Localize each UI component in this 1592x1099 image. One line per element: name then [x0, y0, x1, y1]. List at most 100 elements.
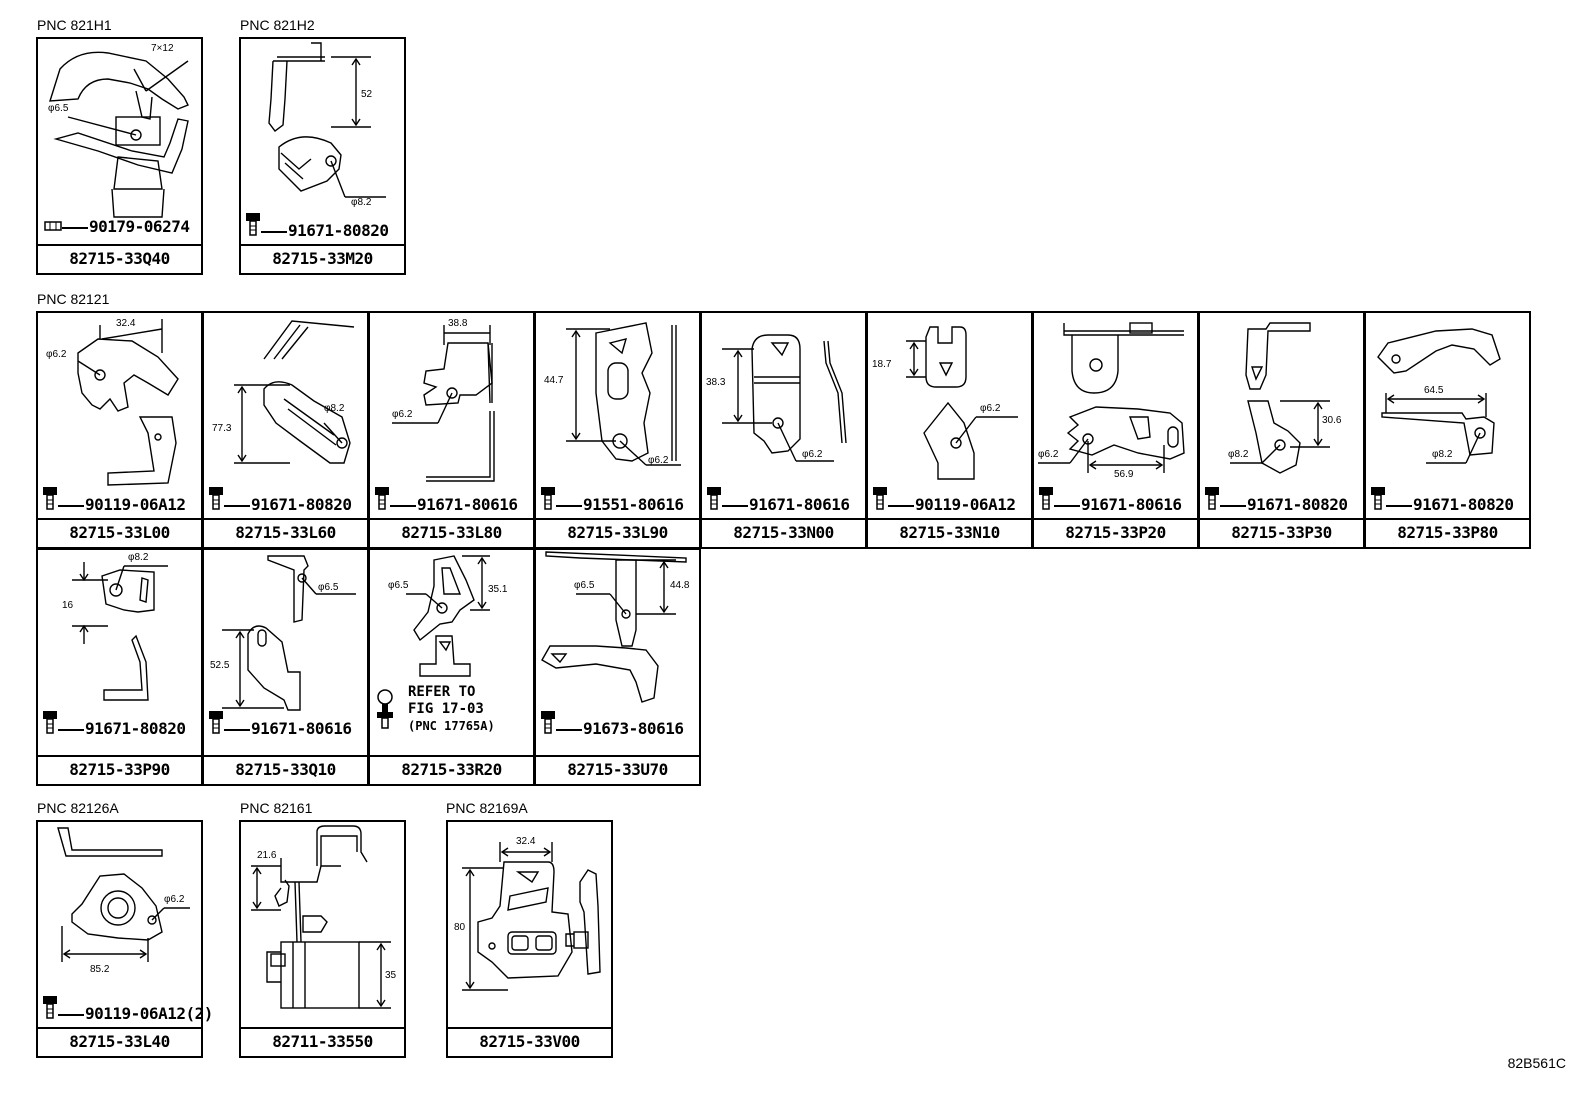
clip-icon	[377, 689, 393, 729]
part-number[interactable]: 82715-33P20	[1034, 518, 1197, 547]
part-cell-82711-33550[interactable]: 21.6 35 82711-33550	[239, 820, 406, 1058]
fastener-callout: 90179-06274	[44, 217, 190, 236]
bracket-drawing	[251, 825, 391, 1009]
dimension-label: φ6.2	[1038, 449, 1059, 460]
part-number[interactable]: 82715-33M20	[241, 244, 404, 273]
dimension-label: 77.3	[212, 423, 232, 434]
bolt-icon	[873, 487, 887, 510]
bolt-icon	[43, 487, 57, 510]
part-number[interactable]: 82715-33V00	[448, 1027, 611, 1056]
fastener-callout: 91671-80616	[706, 486, 850, 514]
dimension-label: 52.5	[210, 660, 230, 671]
bolt-icon	[209, 487, 223, 510]
dimension-label: 21.6	[257, 850, 277, 861]
nut-icon	[44, 221, 62, 231]
part-cell-82715-33r20[interactable]: φ6.5 35.1 REFER TO FIG 17-03 (PNC 17765A…	[368, 548, 535, 786]
fastener-callout: 90119-06A12(2)	[42, 995, 213, 1023]
bolt-icon	[1371, 487, 1385, 510]
pnc-label-82169a: PNC 82169A	[446, 800, 528, 816]
part-cell-82715-33v00[interactable]: 32.4 80 82715-33V00	[446, 820, 613, 1058]
part-cell-82715-33q40[interactable]: 7×12 φ6.5 90179-06274 82715-33Q40	[36, 37, 203, 275]
pnc-label-82161: PNC 82161	[240, 800, 313, 816]
bolt-icon	[43, 996, 57, 1019]
part-number[interactable]: 82715-33L00	[38, 518, 201, 547]
dimension-label: φ8.2	[128, 552, 149, 563]
bolt-icon	[707, 487, 721, 510]
part-number[interactable]: 82715-33L40	[38, 1027, 201, 1056]
bolt-icon	[541, 711, 555, 734]
bracket-drawing	[72, 562, 168, 701]
fastener-callout: 91671-80820	[1204, 486, 1348, 514]
bolt-icon	[1205, 487, 1219, 510]
fastener-callout: 91671-80820	[42, 710, 186, 738]
bolt-icon	[1039, 487, 1053, 510]
part-cell-82715-33p30[interactable]: 30.6 φ8.2 91671-80820 82715-33P30	[1198, 311, 1365, 549]
dimension-label: 80	[454, 922, 466, 933]
bracket-drawing	[392, 325, 495, 482]
part-cell-82715-33u70[interactable]: φ6.5 44.8 91673-80616 82715-33U70	[534, 548, 701, 786]
part-number[interactable]: 82715-33P30	[1200, 518, 1363, 547]
part-cell-82715-33l60[interactable]: φ8.2 77.3 91671-80820 82715-33L60	[202, 311, 369, 549]
part-cell-82715-33n00[interactable]: 38.3 φ6.2 91671-80616 82715-33N00	[700, 311, 867, 549]
refer-note: REFER TO FIG 17-03 (PNC 17765A)	[408, 684, 495, 733]
dimension-label: 16	[62, 600, 74, 611]
part-cell-82715-33l00[interactable]: 32.4 φ6.2 90119-06A12 82715-33L00	[36, 311, 203, 549]
part-cell-82715-33l80[interactable]: 38.8 φ6.2 91671-80616 82715-33L80	[368, 311, 535, 549]
fastener-callout: 91551-80616	[540, 486, 684, 514]
part-number[interactable]: 82715-33N00	[702, 518, 865, 547]
part-number[interactable]: 82715-33N10	[868, 518, 1031, 547]
part-cell-82715-33m20[interactable]: 52 φ8.2 91671-80820 82715-33M20	[239, 37, 406, 275]
dimension-label: φ6.5	[48, 103, 69, 114]
dimension-label: 32.4	[516, 836, 536, 847]
dimension-label: 64.5	[1424, 385, 1444, 396]
dimension-label: 7×12	[151, 43, 174, 54]
bracket-drawing	[222, 555, 356, 711]
bracket-drawing	[906, 326, 1018, 480]
part-cell-82715-33p80[interactable]: 64.5 φ8.2 91671-80820 82715-33P80	[1364, 311, 1531, 549]
dimension-label: φ8.2	[324, 403, 345, 414]
bracket-drawing	[541, 551, 687, 703]
drawing-code: 82B561C	[1507, 1055, 1566, 1071]
dimension-label: 32.4	[116, 318, 136, 329]
dimension-label: φ6.2	[648, 455, 669, 466]
fastener-callout: 91671-80616	[1038, 486, 1182, 514]
bolt-icon	[541, 487, 555, 510]
part-number[interactable]: 82715-33Q40	[38, 244, 201, 273]
part-cell-82715-33l90[interactable]: 44.7 φ6.2 91551-80616 82715-33L90	[534, 311, 701, 549]
dimension-label: 56.9	[1114, 469, 1134, 480]
part-cell-82715-33p20[interactable]: φ6.2 56.9 91671-80616 82715-33P20	[1032, 311, 1199, 549]
part-number[interactable]: 82715-33L80	[370, 518, 533, 547]
pnc-label-821h1: PNC 821H1	[37, 17, 112, 33]
dimension-label: φ8.2	[351, 197, 372, 208]
bracket-drawing	[77, 319, 179, 486]
dimension-label: φ6.2	[392, 409, 413, 420]
fastener-callout: 91671-80616	[208, 710, 352, 738]
dimension-label: 18.7	[872, 359, 892, 370]
bracket-drawing	[462, 842, 601, 991]
dimension-label: φ6.5	[574, 580, 595, 591]
part-cell-82715-33l40[interactable]: φ6.2 85.2 90119-06A12(2) 82715-33L40	[36, 820, 213, 1058]
pnc-label-821h2: PNC 821H2	[240, 17, 315, 33]
bolt-icon	[246, 213, 260, 236]
part-number[interactable]: 82711-33550	[241, 1027, 404, 1056]
fastener-callout: 91671-80820	[208, 486, 352, 514]
fastener-callout: 91671-80820	[1370, 486, 1514, 514]
bracket-drawing	[268, 42, 386, 198]
part-number[interactable]: 82715-33R20	[370, 755, 533, 784]
part-number[interactable]: 82715-33P90	[38, 755, 201, 784]
part-number[interactable]: 82715-33L60	[204, 518, 367, 547]
part-cell-82715-33n10[interactable]: 18.7 φ6.2 90119-06A12 82715-33N10	[866, 311, 1033, 549]
fastener-callout: 90119-06A12	[872, 486, 1016, 514]
dimension-label: φ6.2	[164, 894, 185, 905]
part-cell-82715-33p90[interactable]: φ8.2 16 91671-80820 82715-33P90	[36, 548, 203, 786]
dimension-label: φ6.2	[46, 349, 67, 360]
part-number[interactable]: 82715-33L90	[536, 518, 699, 547]
bracket-drawing	[57, 827, 190, 962]
fastener-callout: 91671-80616	[374, 486, 518, 514]
part-number[interactable]: 82715-33P80	[1366, 518, 1529, 547]
part-number[interactable]: 82715-33Q10	[204, 755, 367, 784]
part-number[interactable]: 82715-33U70	[536, 755, 699, 784]
part-cell-82715-33q10[interactable]: φ6.5 52.5 91671-80616 82715-33Q10	[202, 548, 369, 786]
dimension-label: 38.8	[448, 318, 468, 329]
dimension-label: 44.8	[670, 580, 690, 591]
